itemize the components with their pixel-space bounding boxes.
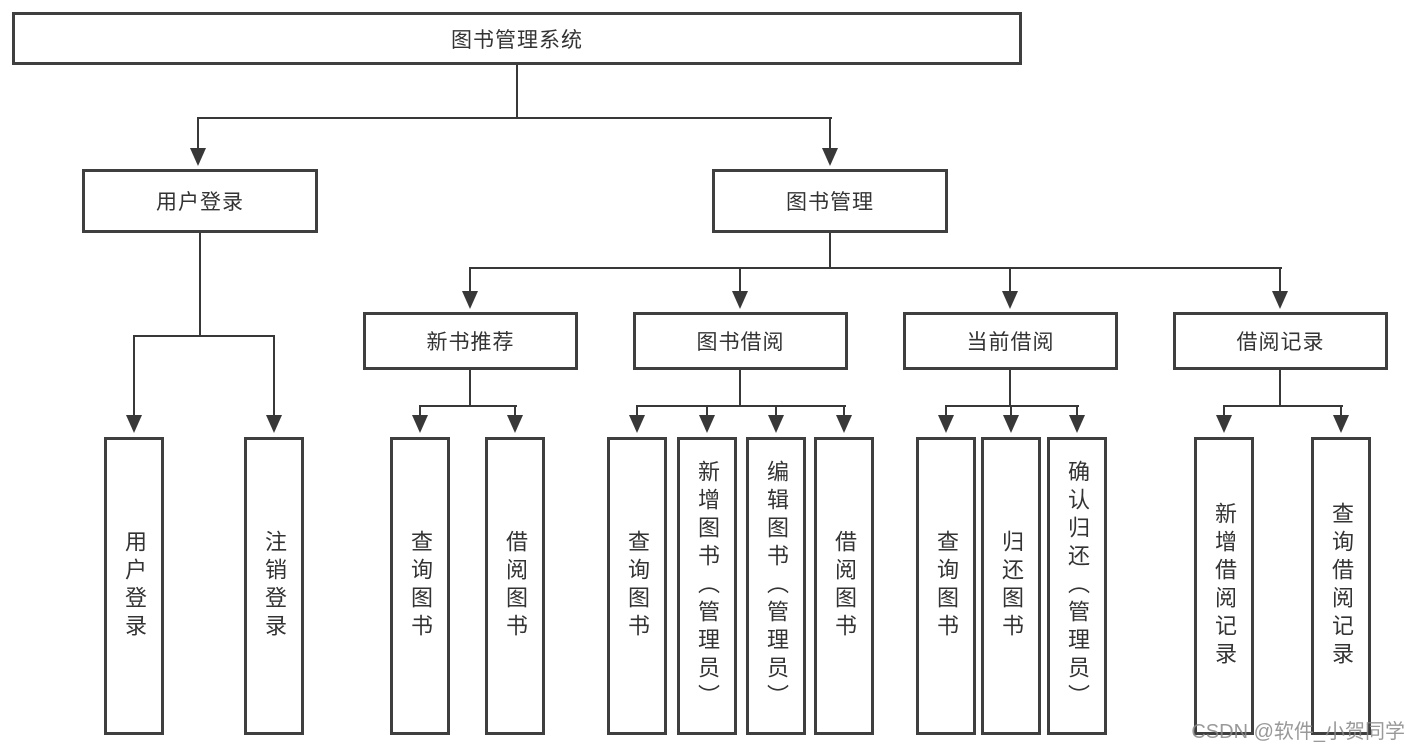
connector-drop-leaf: [1340, 405, 1342, 417]
arrowhead-down: [412, 415, 428, 433]
connector-drop-leaf: [706, 405, 708, 417]
arrowhead-down: [1002, 291, 1018, 309]
arrowhead-down: [732, 291, 748, 309]
node-current-borrow: 当前借阅: [903, 312, 1118, 370]
leaf-user-login: 用户登录: [104, 437, 164, 735]
connector-drop-l3: [1009, 267, 1011, 293]
arrowhead-down: [1216, 415, 1232, 433]
leaf-current-query-books: 查询图书: [916, 437, 976, 735]
arrowhead-down: [1272, 291, 1288, 309]
connector-drop-leaf: [775, 405, 777, 417]
connector-drop-leaf: [1223, 405, 1225, 417]
connector-level2-bar: [198, 117, 832, 119]
connector-drop-leaf: [1076, 405, 1078, 417]
connector-user-login-bar: [133, 335, 275, 337]
watermark: CSDN @软件_小贺同学: [1191, 721, 1405, 743]
connector-drop-user-login: [197, 117, 199, 150]
leaf-return-books: 归还图书: [981, 437, 1041, 735]
arrowhead-down: [1003, 415, 1019, 433]
node-user-login: 用户登录: [82, 169, 318, 233]
connector-current-bar: [945, 405, 1079, 407]
connector-drop-l3: [469, 267, 471, 293]
connector-level3-bar: [469, 267, 1282, 269]
leaf-edit-books-admin: 编辑图书（管理员）: [746, 437, 806, 735]
leaf-add-borrow-record: 新增借阅记录: [1194, 437, 1254, 735]
arrowhead-down: [1333, 415, 1349, 433]
connector-user-login-stem: [199, 233, 201, 336]
connector-drop-leaf: [843, 405, 845, 417]
connector-drop-leaf: [636, 405, 638, 417]
connector-records-stem: [1279, 370, 1281, 407]
connector-borrow-bar: [636, 405, 846, 407]
node-book-borrow: 图书借阅: [633, 312, 848, 370]
leaf-recommend-borrow-books: 借阅图书: [485, 437, 545, 735]
connector-drop-leaf: [1010, 405, 1012, 417]
arrowhead-down: [938, 415, 954, 433]
arrowhead-down: [507, 415, 523, 433]
arrowhead-down: [1069, 415, 1085, 433]
connector-drop-leaf: [419, 405, 421, 417]
connector-book-mgmt-stem: [829, 233, 831, 269]
arrowhead-down: [462, 291, 478, 309]
connector-records-bar: [1223, 405, 1343, 407]
arrowhead-down: [768, 415, 784, 433]
leaf-confirm-return-admin: 确认归还（管理员）: [1047, 437, 1107, 735]
connector-current-stem: [1009, 370, 1011, 407]
node-new-book-recommend: 新书推荐: [363, 312, 578, 370]
connector-recommend-bar: [419, 405, 517, 407]
node-book-management: 图书管理: [712, 169, 948, 233]
arrowhead-down: [266, 415, 282, 433]
arrowhead-down: [699, 415, 715, 433]
connector-recommend-stem: [469, 370, 471, 407]
leaf-recommend-query-books: 查询图书: [390, 437, 450, 735]
leaf-logout-login: 注销登录: [244, 437, 304, 735]
arrowhead-down: [836, 415, 852, 433]
arrowhead-down: [822, 148, 838, 166]
arrowhead-down: [190, 148, 206, 166]
connector-drop-l3: [739, 267, 741, 293]
connector-drop-leaf: [133, 335, 135, 417]
connector-borrow-stem: [739, 370, 741, 407]
leaf-borrow-books: 借阅图书: [814, 437, 874, 735]
connector-drop-book-mgmt: [829, 117, 831, 150]
arrowhead-down: [126, 415, 142, 433]
connector-drop-leaf: [945, 405, 947, 417]
node-borrow-records: 借阅记录: [1173, 312, 1388, 370]
leaf-add-books-admin: 新增图书（管理员）: [677, 437, 737, 735]
leaf-query-borrow-record: 查询借阅记录: [1311, 437, 1371, 735]
connector-root-stem: [516, 65, 518, 118]
connector-drop-l3: [1279, 267, 1281, 293]
leaf-borrow-query-books: 查询图书: [607, 437, 667, 735]
arrowhead-down: [629, 415, 645, 433]
connector-drop-leaf: [514, 405, 516, 417]
root-node: 图书管理系统: [12, 12, 1022, 65]
connector-drop-leaf: [273, 335, 275, 417]
